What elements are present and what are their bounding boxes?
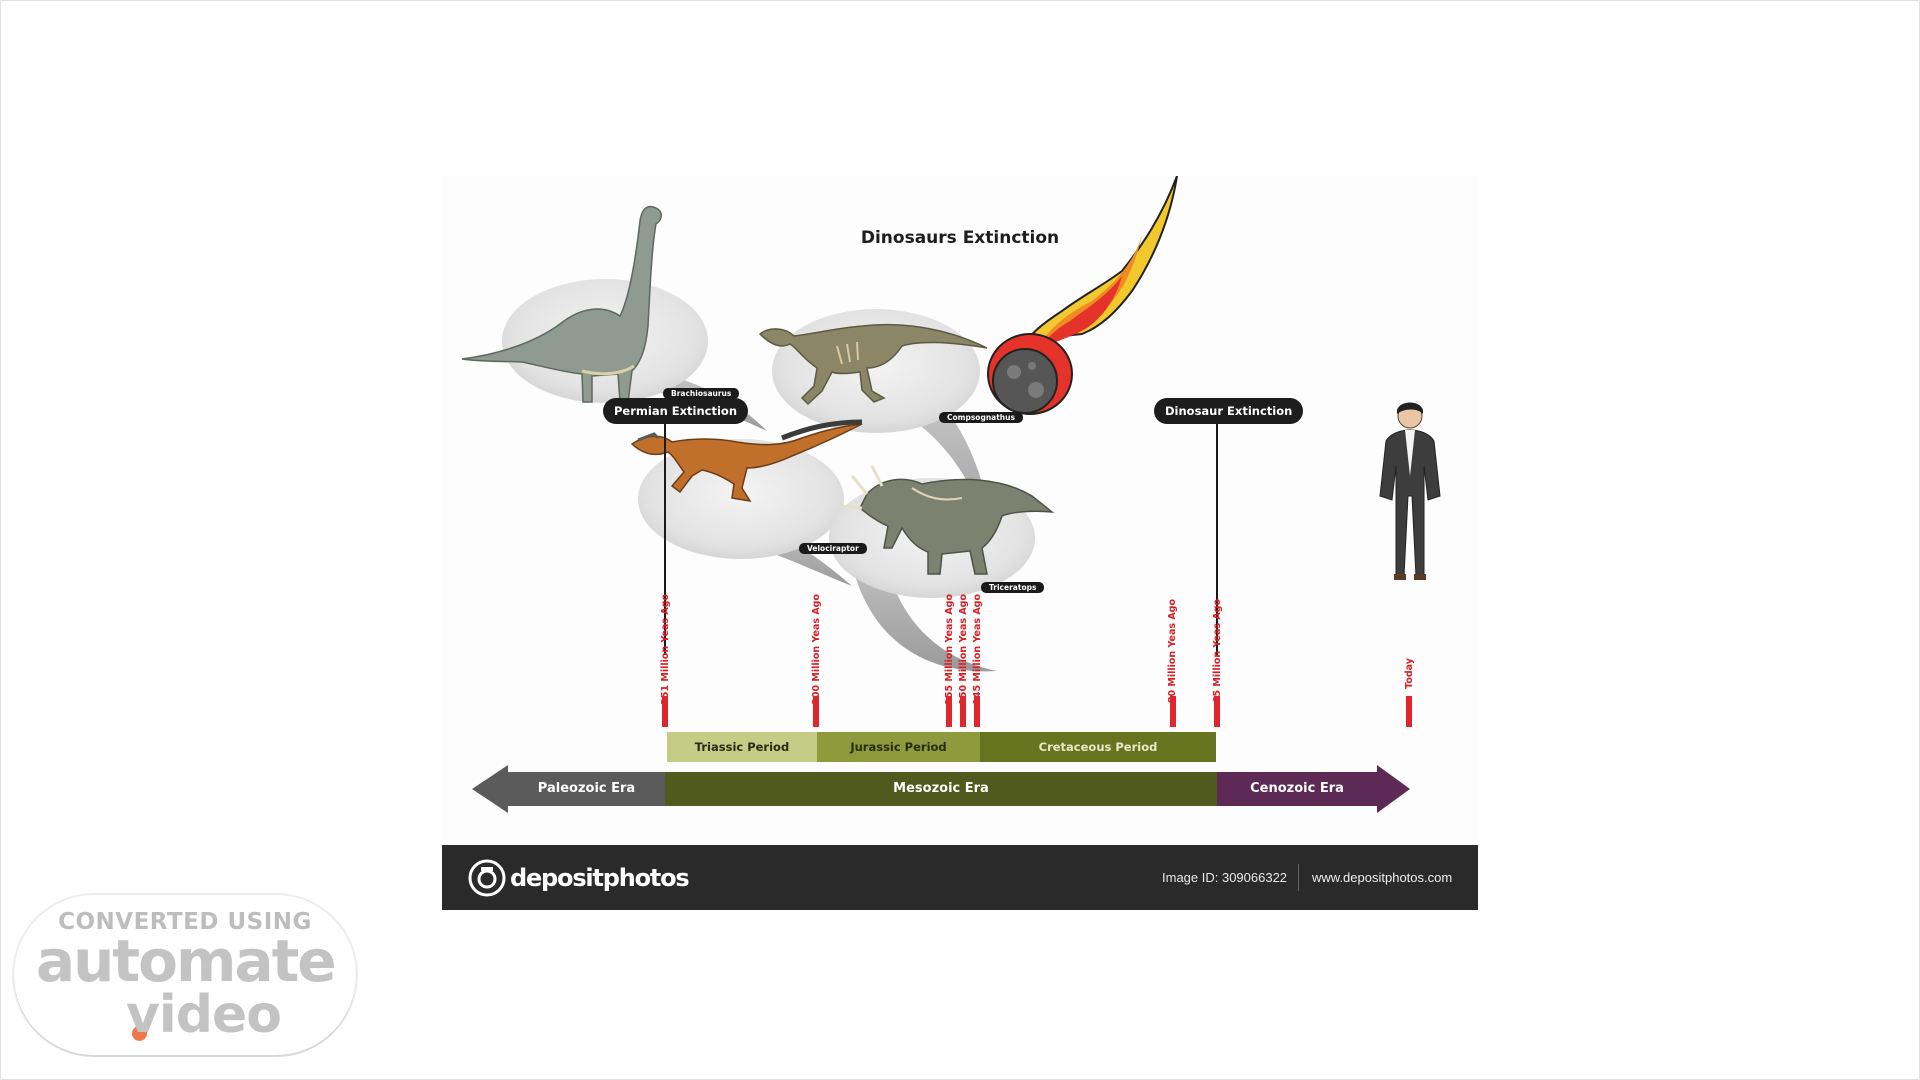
year-label-150: 150 Million Yeas Ago <box>958 594 969 705</box>
converted-badge: CONVERTED USING automate video <box>14 895 356 1055</box>
mesozoic-era-bar <box>665 772 1217 806</box>
year-label-80: 80 Million Yeas Ago <box>1167 599 1178 704</box>
tick-150 <box>960 696 966 727</box>
tick-today <box>1406 696 1412 727</box>
tick-251 <box>662 696 668 727</box>
footer-url: www.depositphotos.com <box>1312 870 1453 885</box>
tick-65 <box>1214 696 1220 727</box>
mesozoic-era-label: Mesozoic Era <box>893 781 989 796</box>
illustration-layer <box>461 176 1441 672</box>
brachiosaurus-label: Brachiosaurus <box>663 388 740 399</box>
triassic-period: Triassic Period <box>667 732 817 762</box>
badge-line3: video <box>126 985 282 1045</box>
tick-145 <box>974 696 980 727</box>
meteor-figure <box>987 176 1178 415</box>
velociraptor-figure <box>630 419 863 503</box>
brachiosaurus-figure <box>461 205 662 403</box>
compsognathus-figure <box>758 323 988 406</box>
badge-dot <box>132 1026 147 1041</box>
dinosaur-extinction-label: Dinosaur Extinction <box>1154 398 1304 424</box>
cenozoic-era-label: Cenozoic Era <box>1250 781 1344 796</box>
badge-line2: automate <box>36 927 337 995</box>
tick-200 <box>813 696 819 727</box>
brand-name: depositphotos <box>510 864 690 892</box>
jurassic-period: Jurassic Period <box>817 732 980 762</box>
year-label-65: 65 Million Yeas Ago <box>1212 599 1223 704</box>
infographic-title: Dinosaurs Extinction <box>860 228 1060 248</box>
year-label-251: 251 Million Yeas Ago <box>660 594 671 705</box>
year-label-145: 145 Million Yeas Ago <box>972 594 983 705</box>
triceratops-figure <box>841 465 1055 575</box>
camera-icon <box>468 859 506 897</box>
compsognathus-label: Compsognathus <box>939 412 1023 423</box>
tick-80 <box>1170 696 1176 727</box>
depositphotos-logo: depositphotos <box>468 859 690 897</box>
man-figure <box>1379 402 1441 580</box>
era-arrow-bar <box>472 765 1410 813</box>
paleozoic-era-label: Paleozoic Era <box>537 781 636 796</box>
velociraptor-label: Velociraptor <box>799 543 867 554</box>
infographic: Dinosaurs Extinction Permian Extinction … <box>442 176 1478 910</box>
cretaceous-period: Cretaceous Period <box>980 732 1216 762</box>
stock-footer-bar: depositphotos Image ID: 309066322 www.de… <box>442 845 1478 910</box>
tick-155 <box>946 696 952 727</box>
cenozoic-era-bar <box>1217 765 1410 813</box>
triceratops-label: Triceratops <box>981 582 1045 593</box>
badge-line1: CONVERTED USING <box>58 909 312 935</box>
year-label-today: Today <box>1404 658 1415 689</box>
footer-separator <box>1298 864 1299 891</box>
image-id: Image ID: 309066322 <box>1162 870 1288 885</box>
dinosaur-extinction-line <box>1216 411 1218 655</box>
permian-extinction-label: Permian Extinction <box>603 398 749 424</box>
year-label-155: 155 Million Yeas Ago <box>944 594 955 705</box>
permian-extinction-line <box>664 411 666 655</box>
year-label-200: 200 Million Yeas Ago <box>811 594 822 705</box>
paleozoic-era-bar <box>472 765 665 813</box>
